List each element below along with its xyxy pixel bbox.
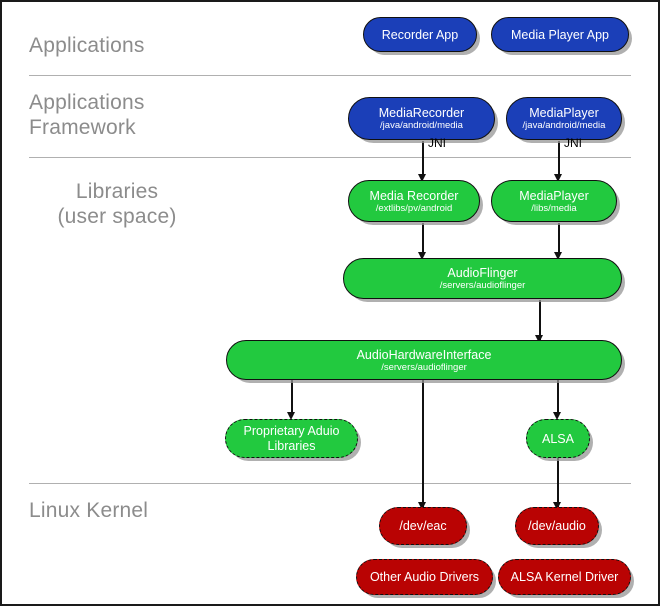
node-other-audio-drivers[interactable]: Other Audio Drivers xyxy=(356,559,493,595)
arrowhead-proprietary-audio-libraries xyxy=(287,412,295,420)
node-dev-audio[interactable]: /dev/audio xyxy=(515,507,599,545)
node-mediaplayer-framework[interactable]: MediaPlayer /java/android/media xyxy=(506,97,622,140)
band-label-applications: Applications xyxy=(29,34,145,57)
separator-applications xyxy=(29,75,631,76)
node-title: Proprietary Aduio Libraries xyxy=(243,423,340,453)
connector-audioflinger-to-audiohardwareinterface xyxy=(539,300,541,340)
node-title: ALSA Kernel Driver xyxy=(510,570,619,584)
separator-applications-framework xyxy=(29,157,631,158)
arrowhead-mediaplayer-lib xyxy=(554,174,562,182)
connector-mediaplayer-to-mediaplayer-lib xyxy=(558,141,560,178)
node-alsa-kernel-driver[interactable]: ALSA Kernel Driver xyxy=(498,559,631,595)
node-title: Media Player App xyxy=(511,27,609,42)
node-dev-eac[interactable]: /dev/eac xyxy=(379,507,467,545)
node-media-recorder-lib[interactable]: Media Recorder /extlibs/pv/android xyxy=(348,180,480,222)
node-alsa[interactable]: ALSA xyxy=(526,419,590,458)
arrowhead-dev-audio xyxy=(553,502,561,510)
arrowhead-alsa xyxy=(553,412,561,420)
node-recorder-app[interactable]: Recorder App xyxy=(363,17,477,52)
band-label-linux-kernel: Linux Kernel xyxy=(29,499,149,522)
node-subtitle: /java/android/media xyxy=(380,120,463,131)
node-title: /dev/audio xyxy=(528,519,586,533)
node-subtitle: /servers/audioflinger xyxy=(381,361,467,373)
edge-label-jni-recorder: JNI xyxy=(428,136,446,150)
separator-linux-kernel xyxy=(29,483,631,484)
connector-mediaplayer-lib-to-audioflinger xyxy=(558,223,560,256)
node-title: MediaPlayer xyxy=(519,188,589,203)
node-subtitle: /libs/media xyxy=(531,202,577,214)
band-label-libraries: Libraries (user space) xyxy=(57,180,177,228)
connector-alsa-to-dev-audio xyxy=(557,457,559,507)
arrowhead-audioflinger-left xyxy=(418,252,426,260)
connector-media-recorder-lib-to-audioflinger xyxy=(422,223,424,256)
arrowhead-media-recorder-lib xyxy=(418,174,426,182)
connector-audiohardwareinterface-to-dev-eac xyxy=(422,380,424,507)
connector-audiohardwareinterface-to-alsa xyxy=(557,380,559,416)
node-title: AudioHardwareInterface xyxy=(356,347,492,362)
node-audiohardwareinterface[interactable]: AudioHardwareInterface /servers/audiofli… xyxy=(226,340,622,380)
connector-mediarecorder-to-media-recorder-lib xyxy=(422,141,424,178)
node-subtitle: /extlibs/pv/android xyxy=(375,202,453,214)
node-mediarecorder-framework[interactable]: MediaRecorder /java/android/media xyxy=(348,97,495,140)
edge-label-jni-player: JNI xyxy=(564,136,582,150)
node-title: Other Audio Drivers xyxy=(369,570,480,584)
node-media-player-app[interactable]: Media Player App xyxy=(491,17,629,52)
arrowhead-audioflinger-right xyxy=(554,252,562,260)
arrowhead-audiohardwareinterface xyxy=(535,335,543,343)
connector-audiohardwareinterface-to-proprietary xyxy=(291,380,293,416)
node-title: MediaPlayer xyxy=(529,106,599,120)
node-audioflinger[interactable]: AudioFlinger /servers/audioflinger xyxy=(343,258,622,299)
node-title: ALSA xyxy=(542,431,574,446)
node-title: /dev/eac xyxy=(399,519,447,533)
node-title: Recorder App xyxy=(381,27,459,42)
node-title: MediaRecorder xyxy=(378,106,465,120)
node-title: Media Recorder xyxy=(369,188,459,203)
node-subtitle: /java/android/media xyxy=(522,120,606,131)
arrowhead-dev-eac xyxy=(418,502,426,510)
node-proprietary-audio-libraries[interactable]: Proprietary Aduio Libraries xyxy=(225,419,358,458)
band-label-applications-framework: Applications Framework xyxy=(29,91,145,139)
node-subtitle: /servers/audioflinger xyxy=(439,280,526,291)
node-mediaplayer-lib[interactable]: MediaPlayer /libs/media xyxy=(491,180,617,222)
node-title: AudioFlinger xyxy=(447,266,518,280)
